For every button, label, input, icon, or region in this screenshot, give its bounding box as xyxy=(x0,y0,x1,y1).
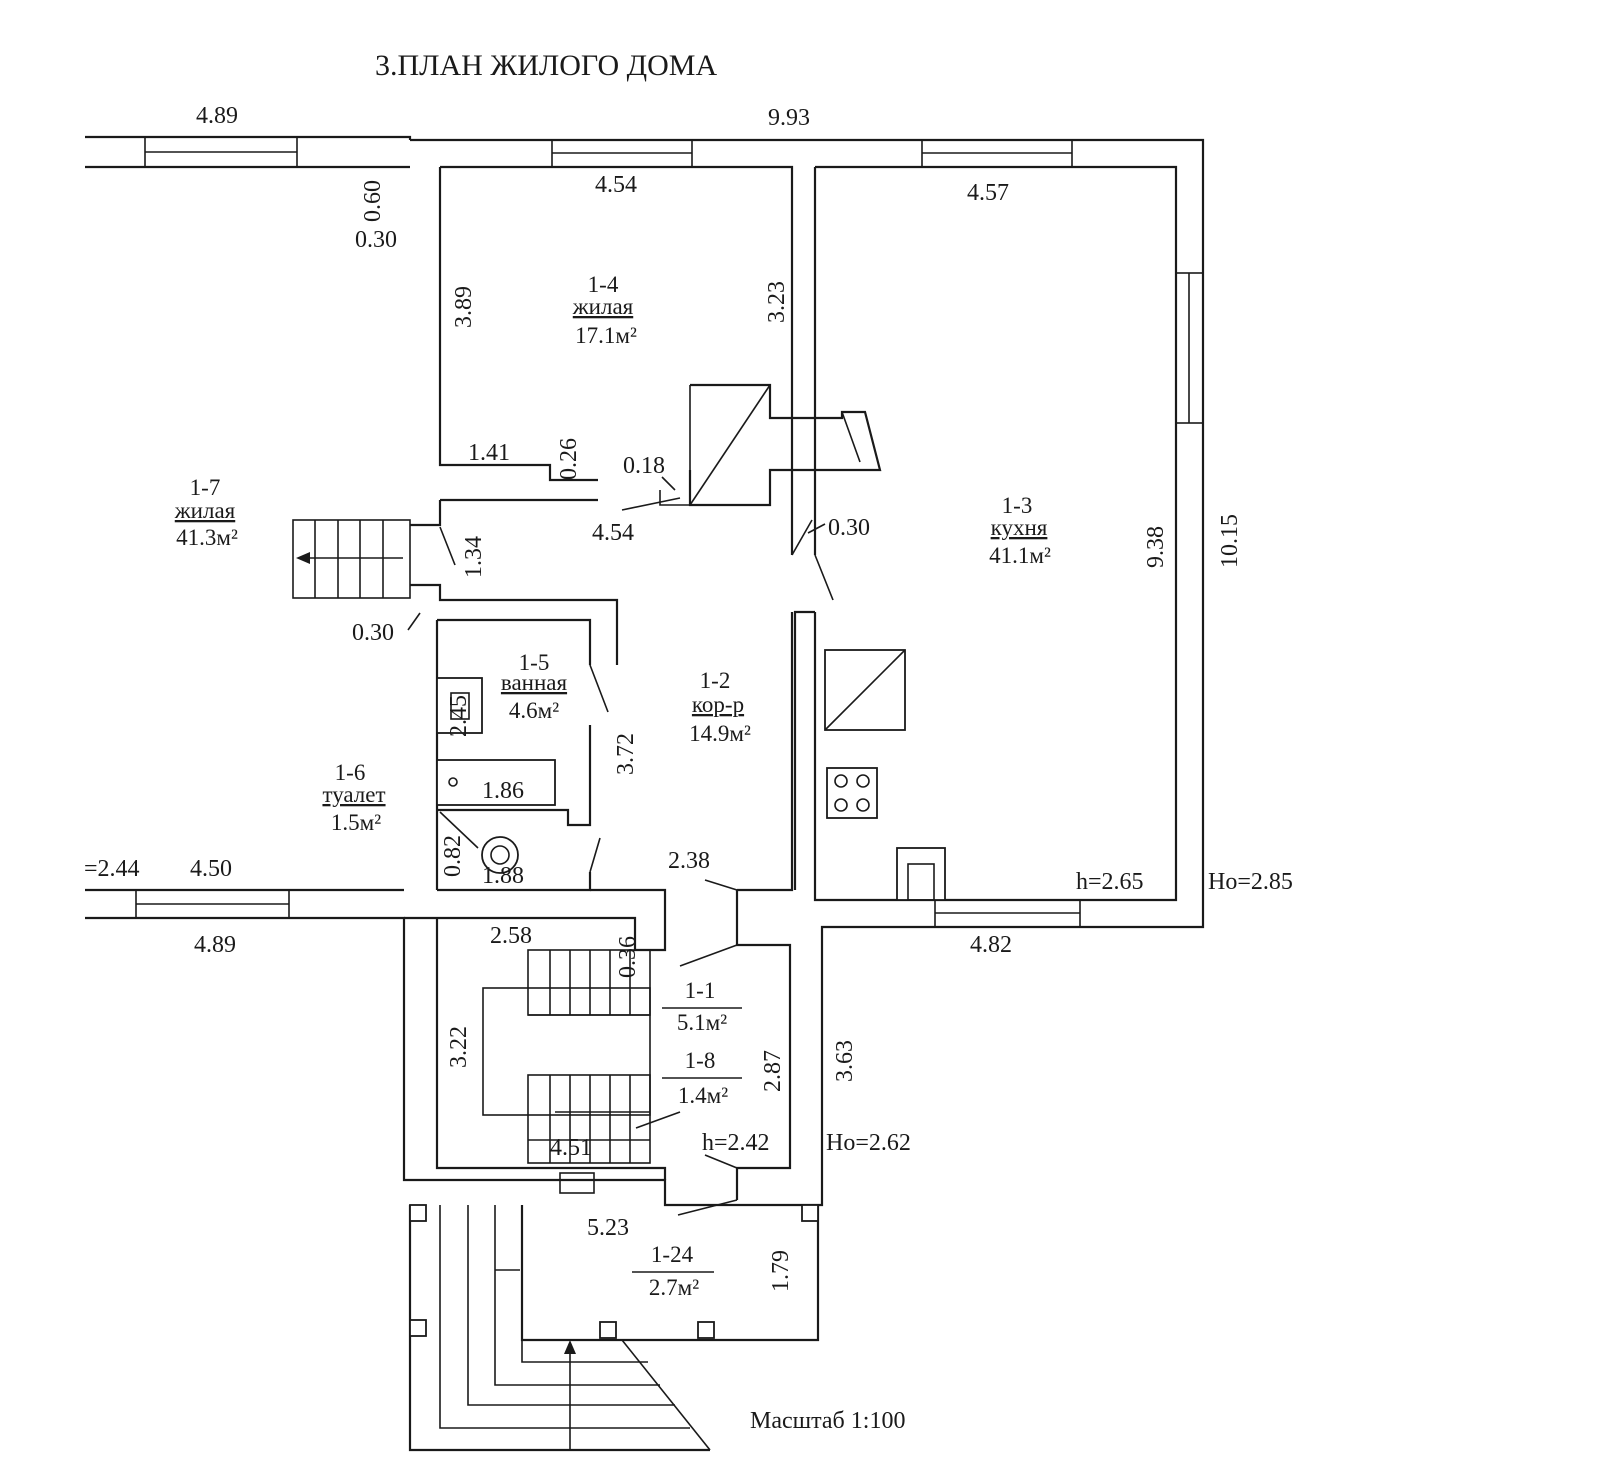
room-area-1-2: 14.9м² xyxy=(689,721,751,746)
dim-h-242: h=2.42 xyxy=(702,1130,770,1156)
room-1-2 xyxy=(410,470,813,892)
room-1-3 xyxy=(793,165,1178,902)
room-id-1-7: 1-7 xyxy=(190,475,221,500)
dim-left-bottom-489: 4.89 xyxy=(194,932,236,958)
room-1-1 xyxy=(404,879,792,1216)
dim-wc-082: 0.82 xyxy=(440,835,466,877)
room-area-1-1: 5.1м² xyxy=(677,1010,727,1035)
dim-room14-left: 3.89 xyxy=(451,286,477,328)
room-id-1-6: 1-6 xyxy=(335,760,366,785)
room-1-7 xyxy=(292,519,456,631)
dim-left-244: =2.44 xyxy=(84,856,140,882)
room-1-6 xyxy=(437,811,601,892)
dim-corridor-030: 0.30 xyxy=(828,515,870,541)
dim-room14-018: 0.18 xyxy=(623,453,665,479)
room-id-1-4: 1-4 xyxy=(588,272,619,297)
room-name-1-2: кор-р xyxy=(692,692,744,717)
dim-corridor-454: 4.54 xyxy=(592,520,634,546)
dim-room14-026: 0.26 xyxy=(556,438,582,480)
plan-title: 3.ПЛАН ЖИЛОГО ДОМА xyxy=(375,49,717,82)
dim-ho-262: Ho=2.62 xyxy=(826,1130,911,1156)
toilet-icon xyxy=(481,836,519,874)
dim-corridor-134: 1.34 xyxy=(461,536,487,578)
dim-stair-322: 3.22 xyxy=(446,1026,472,1068)
room-area-1-24: 2.7м² xyxy=(649,1275,699,1300)
dimensions: 4.89 9.93 4.54 4.57 0.60 0.30 3.89 3.23 … xyxy=(84,103,1293,1292)
dim-room13-top: 4.57 xyxy=(967,180,1009,206)
room-labels: 1-4 жилая 17.1м² 1-3 кухня 41.1м² 1-7 жи… xyxy=(174,272,1051,1300)
room-area-1-4: 17.1м² xyxy=(575,323,637,348)
room-id-1-2: 1-2 xyxy=(700,668,731,693)
room-name-1-6: туалет xyxy=(322,782,385,807)
room-1-5 xyxy=(435,618,609,890)
dim-stair-258: 2.58 xyxy=(490,923,532,949)
dim-room14-right: 3.23 xyxy=(764,281,790,323)
dim-top-left: 4.89 xyxy=(196,103,238,129)
dim-overall-1015: 10.15 xyxy=(1217,514,1243,568)
dim-porch-523: 5.23 xyxy=(587,1215,629,1241)
dim-bath-186: 1.86 xyxy=(482,778,524,804)
scale-note: Масштаб 1:100 xyxy=(750,1408,905,1434)
dim-wall-030-b: 0.30 xyxy=(352,620,394,646)
dim-ext-363: 3.63 xyxy=(832,1040,858,1082)
room-id-1-1: 1-1 xyxy=(685,978,716,1003)
dim-corridor-238: 2.38 xyxy=(668,848,710,874)
room-id-1-5: 1-5 xyxy=(519,650,550,675)
room-1-4 xyxy=(438,165,882,507)
outer-walls xyxy=(85,135,1205,1207)
dim-wc-188: 1.88 xyxy=(482,863,524,889)
room-area-1-3: 41.1м² xyxy=(989,543,1051,568)
dim-wall-060: 0.60 xyxy=(360,180,386,222)
dim-porch-179: 1.79 xyxy=(768,1250,794,1292)
room-area-1-7: 41.3м² xyxy=(176,525,238,550)
room-id-1-8: 1-8 xyxy=(685,1048,716,1073)
dim-top-total: 9.93 xyxy=(768,105,810,131)
room-name-1-4: жилая xyxy=(572,294,634,319)
room-1-24 xyxy=(408,1204,820,1452)
dim-stair-287: 2.87 xyxy=(760,1050,786,1092)
room-name-1-3: кухня xyxy=(991,515,1048,540)
room-area-1-5: 4.6м² xyxy=(509,698,559,723)
dim-corridor-372: 3.72 xyxy=(613,733,639,775)
dim-stair-036: 0.36 xyxy=(615,936,641,978)
dim-wall-030-a: 0.30 xyxy=(355,227,397,253)
dim-stair-451: 4.51 xyxy=(550,1135,592,1161)
dim-room14-141: 1.41 xyxy=(468,440,510,466)
room-area-1-8: 1.4м² xyxy=(678,1083,728,1108)
dim-left-450: 4.50 xyxy=(190,856,232,882)
chimney-icon xyxy=(896,847,946,901)
stair-treads xyxy=(528,950,650,1163)
room-name-1-5: ванная xyxy=(501,670,568,695)
dim-kitchen-bottom-482: 4.82 xyxy=(970,932,1012,958)
sink-icon xyxy=(436,677,483,734)
room-id-1-24: 1-24 xyxy=(651,1242,694,1267)
room-area-1-6: 1.5м² xyxy=(331,810,381,835)
dim-kitchen-938: 9.38 xyxy=(1143,526,1169,568)
dim-h-265: h=2.65 xyxy=(1076,869,1144,895)
dim-room14-top: 4.54 xyxy=(595,172,637,198)
dim-ho-285: Ho=2.85 xyxy=(1208,869,1293,895)
windows xyxy=(135,136,1204,1194)
room-id-1-3: 1-3 xyxy=(1002,493,1033,518)
dim-bath-245: 2.45 xyxy=(446,695,472,737)
room-name-1-7: жилая xyxy=(174,498,236,523)
stove-icon xyxy=(826,767,878,819)
